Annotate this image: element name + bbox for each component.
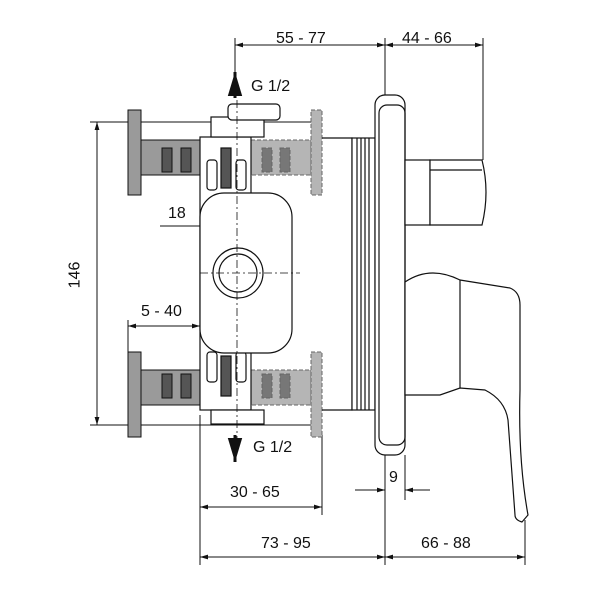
diverter-knob [429, 159, 487, 226]
dim-label-plate-gap: 9 [389, 469, 398, 486]
right-fixings [250, 109, 323, 438]
housing [322, 137, 353, 411]
bottom-nut [210, 409, 265, 425]
left-fixings [127, 109, 202, 438]
diverter-base [404, 159, 431, 226]
dim-label-bottom-right: 66 - 88 [421, 535, 471, 552]
threads [351, 137, 376, 411]
dim-label-wall-range: 5 - 40 [141, 303, 182, 320]
dim-label-top-right: 44 - 66 [402, 30, 452, 47]
connection-label-bottom: G 1/2 [253, 439, 293, 456]
dim-label-height: 146 [66, 261, 84, 289]
top-cap [227, 103, 281, 121]
dim-label-top-left: 55 - 77 [276, 30, 326, 47]
dim-label-depth-body: 30 - 65 [230, 484, 280, 501]
dim-label-inlet-offset: 18 [168, 205, 186, 222]
connection-label-top: G 1/2 [251, 78, 291, 95]
lever-handle [404, 272, 529, 523]
dim-label-bottom-left: 73 - 95 [261, 535, 311, 552]
